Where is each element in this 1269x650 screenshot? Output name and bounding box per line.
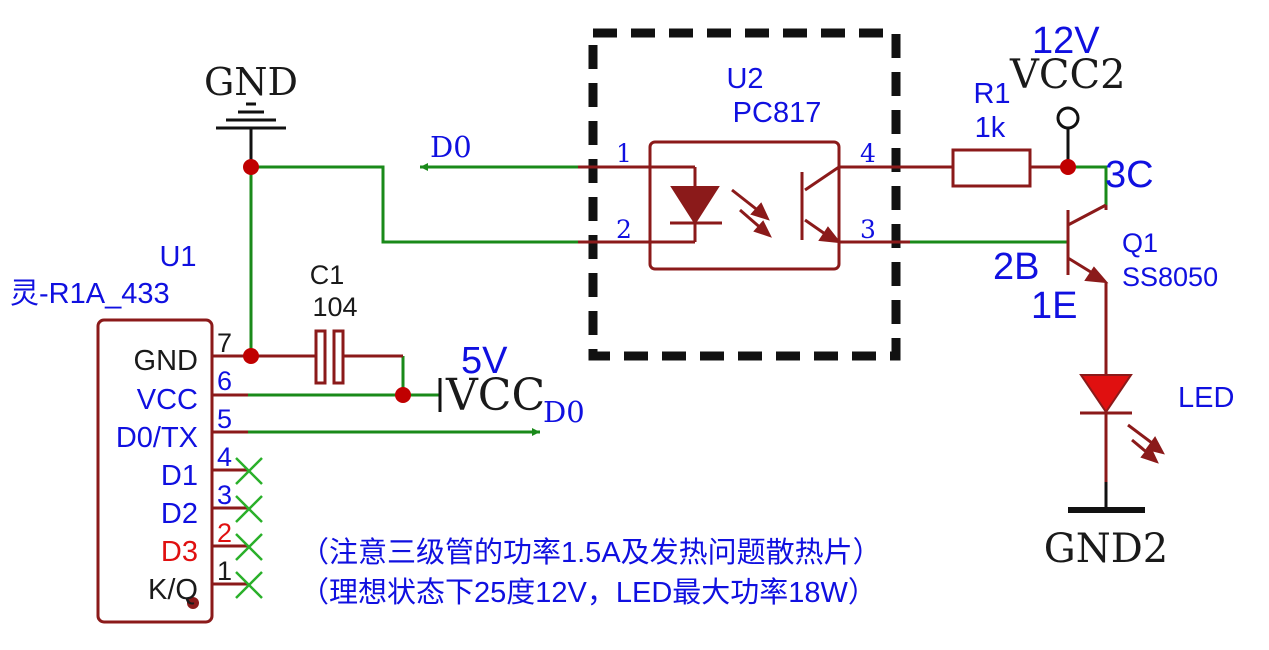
u1-pin-number: 4 [217, 442, 232, 472]
u1-pin-name: D2 [161, 498, 198, 530]
d0-mid-label: D0 [543, 395, 585, 429]
vcc2-label: VCC2 [1009, 52, 1126, 98]
vcc2-12v-flag: VCC2 12V [1009, 20, 1126, 167]
wires [248, 165, 1108, 434]
u1-pin-number: 2 [217, 518, 232, 548]
c1-capacitor: C1 104 [251, 260, 403, 385]
gnd2-symbol: GND2 [1044, 482, 1168, 572]
gnd-top-label: GND [204, 60, 298, 104]
led-diode: LED [1079, 374, 1234, 482]
q1-emitter: 1E [1031, 285, 1077, 327]
u2-pin-number: 2 [616, 215, 632, 244]
u2-part: PC817 [733, 97, 822, 129]
r1-designator: R1 [973, 78, 1010, 110]
d0-net-flag-top: D0 [420, 130, 472, 171]
u1-module: U1 灵-R1A_433 GND VCC D0/TX D1 D2 D3 K/Q … [10, 241, 263, 624]
u1-pin1-dot [187, 597, 199, 609]
c1-value: 104 [312, 292, 357, 322]
q1-collector: 3C [1105, 154, 1154, 196]
u1-pin-name: VCC [137, 384, 198, 416]
gnd2-label: GND2 [1044, 526, 1168, 572]
c1-designator: C1 [310, 260, 345, 290]
u1-pin-name: K/Q [148, 574, 198, 606]
vcc2-voltage: 12V [1032, 20, 1100, 62]
r1-value: 1k [975, 112, 1006, 144]
u2-designator: U2 [726, 63, 763, 95]
u1-pin-name: GND [134, 345, 198, 377]
vcc2-terminal [1056, 106, 1080, 130]
q1-base: 2B [993, 246, 1039, 288]
d0-top-label: D0 [430, 130, 472, 164]
vcc-5v-flag: VCC 5V [438, 340, 545, 421]
r1-resistor: R1 1k [910, 78, 1068, 188]
led-label: LED [1178, 382, 1234, 414]
u2-pin-number: 1 [616, 139, 632, 168]
note-line-2: （理想状态下25度12V，LED最大功率18W） [300, 576, 877, 609]
u2-pin-number: 4 [860, 139, 876, 168]
u1-pin-number: 5 [217, 404, 232, 434]
u1-pin-number: 6 [217, 366, 232, 396]
q1-part: SS8050 [1122, 262, 1218, 292]
u1-pin-name: D1 [161, 460, 198, 492]
d0-net-flag-mid: D0 [532, 395, 585, 436]
junction-dots [243, 159, 1076, 403]
no-connect-markers [235, 457, 263, 599]
u1-pin-name: D3 [161, 536, 198, 568]
gnd-top-symbol: GND [204, 60, 298, 167]
u2-pin-number: 3 [860, 215, 876, 244]
vcc-voltage: 5V [461, 340, 508, 382]
u1-pin-name: D0/TX [116, 422, 198, 454]
vcc-label: VCC [445, 370, 545, 421]
note-line-1: （注意三级管的功率1.5A及发热问题散热片） [300, 536, 882, 569]
u2-optocoupler: U2 PC817 1 2 3 4 [578, 63, 910, 271]
u1-pin-number: 3 [217, 480, 232, 510]
u1-pin-number: 1 [217, 556, 232, 586]
u2-body [648, 140, 841, 271]
q1-transistor: 3C 2B 1E Q1 SS8050 [993, 154, 1218, 375]
q1-designator: Q1 [1122, 228, 1158, 258]
u1-pin-number: 7 [217, 328, 232, 358]
u1-part: 灵-R1A_433 [10, 278, 170, 310]
u1-designator: U1 [159, 241, 196, 273]
u2-dashed-enclosure [588, 28, 901, 361]
